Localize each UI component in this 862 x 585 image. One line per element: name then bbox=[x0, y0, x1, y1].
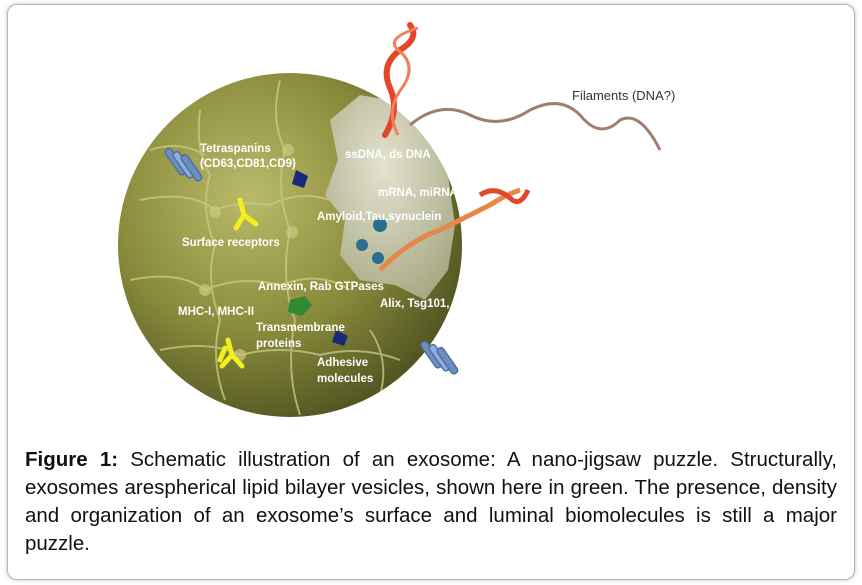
label-annexin: Annexin, Rab GTPases bbox=[258, 281, 384, 293]
label-filaments: Filaments (DNA?) bbox=[572, 88, 675, 103]
caption-text: Schematic illustration of an exosome: A … bbox=[25, 448, 837, 555]
label-mrna: mRNA, miRNA bbox=[378, 187, 458, 199]
surface-receptor bbox=[233, 197, 259, 231]
label-alix: Alix, Tsg101, Gag bbox=[380, 298, 475, 310]
marker-ssdna bbox=[292, 170, 308, 188]
label-tetraspanins-cd: (CD63,CD81,CD9) bbox=[200, 158, 296, 170]
figure-caption: Figure 1: Schematic illustration of an e… bbox=[25, 446, 837, 558]
label-molecules: molecules bbox=[317, 373, 373, 385]
label-proteins: proteins bbox=[256, 338, 301, 350]
jigsaw-seams bbox=[129, 79, 401, 416]
label-adhesive: Adhesive bbox=[317, 357, 368, 369]
label-tetraspanins: Tetraspanins bbox=[200, 143, 271, 155]
tetraspanin-top bbox=[164, 147, 203, 182]
tetraspanin-bottom bbox=[420, 340, 459, 375]
label-amyloid: Amyloid,Tau,synuclein bbox=[317, 211, 441, 223]
caption-label: Figure 1: bbox=[25, 448, 119, 471]
label-ssdna: ssDNA, ds DNA bbox=[345, 149, 431, 161]
amyloid-blob bbox=[373, 218, 387, 232]
marker-adhesive bbox=[332, 330, 348, 346]
filament-strand bbox=[409, 102, 662, 151]
label-transmembrane: Transmembrane bbox=[256, 322, 345, 334]
label-surface-receptors: Surface receptors bbox=[182, 237, 280, 249]
mhc-receptor bbox=[217, 337, 245, 369]
exosome-diagram: Filaments (DNA?) Tetraspanins (CD63,CD81… bbox=[118, 22, 675, 417]
annexin-protein bbox=[288, 296, 312, 316]
label-mhc: MHC-I, MHC-II bbox=[178, 306, 254, 318]
